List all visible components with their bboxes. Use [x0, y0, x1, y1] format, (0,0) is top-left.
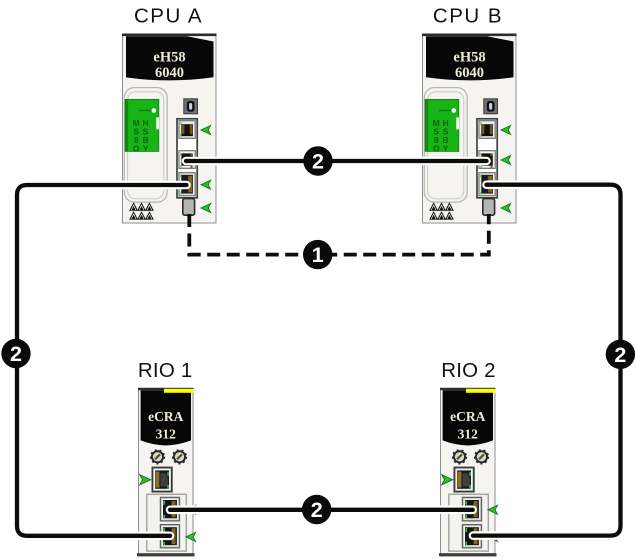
svg-text:1: 1	[312, 243, 324, 267]
svg-text:2: 2	[614, 343, 626, 367]
svg-text:CPU B: CPU B	[433, 4, 503, 27]
svg-text:CPU A: CPU A	[134, 4, 203, 27]
svg-text:RIO 2: RIO 2	[441, 359, 496, 382]
svg-text:2: 2	[10, 342, 22, 366]
svg-text:2: 2	[311, 498, 323, 522]
svg-text:2: 2	[312, 150, 324, 174]
svg-text:RIO 1: RIO 1	[138, 359, 193, 382]
